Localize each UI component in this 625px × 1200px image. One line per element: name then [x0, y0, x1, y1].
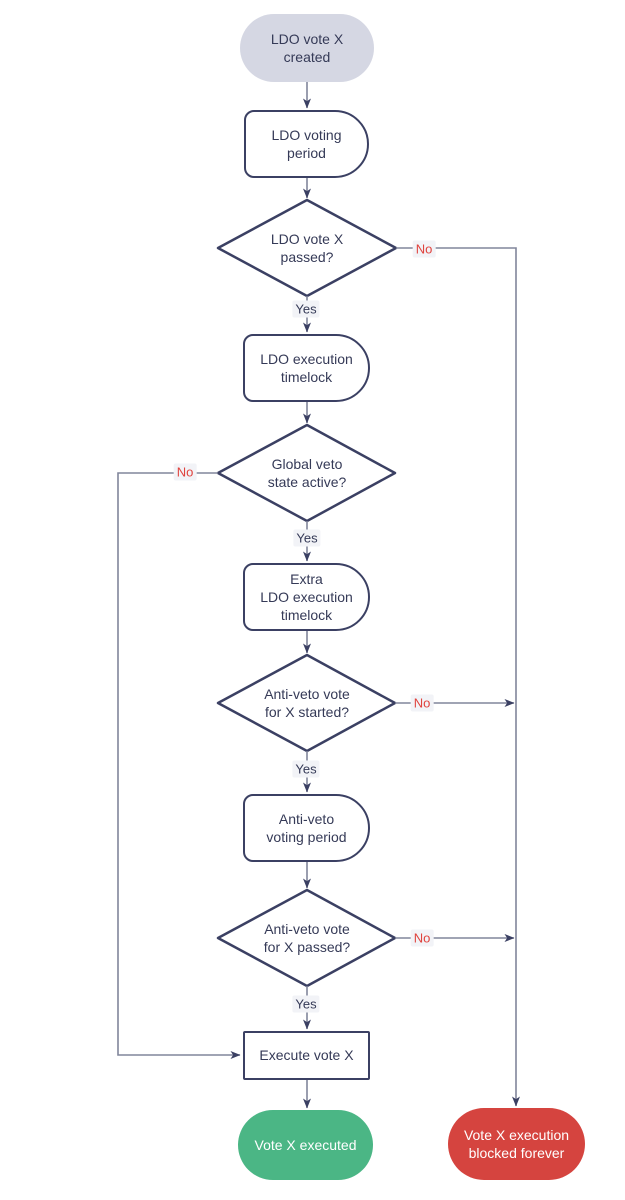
edge-label-yes-vote-passed: Yes	[292, 300, 320, 318]
edge-label-no-veto-active: No	[173, 463, 197, 481]
node-voting-period-label: LDO voting period	[271, 126, 342, 161]
node-antiveto-started-label: Anti-veto vote for X started?	[264, 685, 350, 720]
node-antiveto-passed-label: Anti-veto vote for X passed?	[263, 920, 351, 955]
node-start-label: LDO vote X created	[270, 30, 344, 65]
node-executed: Vote X executed	[238, 1110, 373, 1180]
edge-label-no-antiveto-started: No	[410, 694, 434, 712]
edge-label-yes-antiveto-passed: Yes	[292, 995, 320, 1013]
node-blocked: Vote X execution blocked forever	[448, 1108, 585, 1180]
edge-veto-no-execute	[117, 472, 241, 1059]
node-antiveto-period: Anti-veto voting period	[243, 794, 370, 862]
node-extra-timelock: Extra LDO execution timelock	[243, 563, 370, 631]
edge-passed-no-blocked	[396, 247, 520, 1107]
node-start: LDO vote X created	[240, 14, 374, 82]
node-timelock-label: LDO execution timelock	[260, 350, 353, 385]
node-execute: Execute vote X	[243, 1031, 370, 1080]
edge-label-yes-veto-active: Yes	[293, 529, 321, 547]
node-executed-label: Vote X executed	[254, 1136, 357, 1153]
node-vote-passed-label: LDO vote X passed?	[270, 230, 344, 265]
edge-label-no-antiveto-passed: No	[410, 929, 434, 947]
node-veto-active-label: Global veto state active?	[267, 455, 347, 490]
node-timelock: LDO execution timelock	[243, 334, 370, 402]
node-voting-period: LDO voting period	[244, 110, 369, 178]
edge-label-yes-antiveto-started: Yes	[292, 760, 320, 778]
node-blocked-label: Vote X execution blocked forever	[463, 1126, 570, 1161]
node-extra-timelock-label: Extra LDO execution timelock	[260, 570, 353, 624]
edge-label-no-vote-passed: No	[412, 240, 436, 258]
node-antiveto-period-label: Anti-veto voting period	[266, 810, 347, 845]
node-execute-label: Execute vote X	[259, 1047, 354, 1064]
